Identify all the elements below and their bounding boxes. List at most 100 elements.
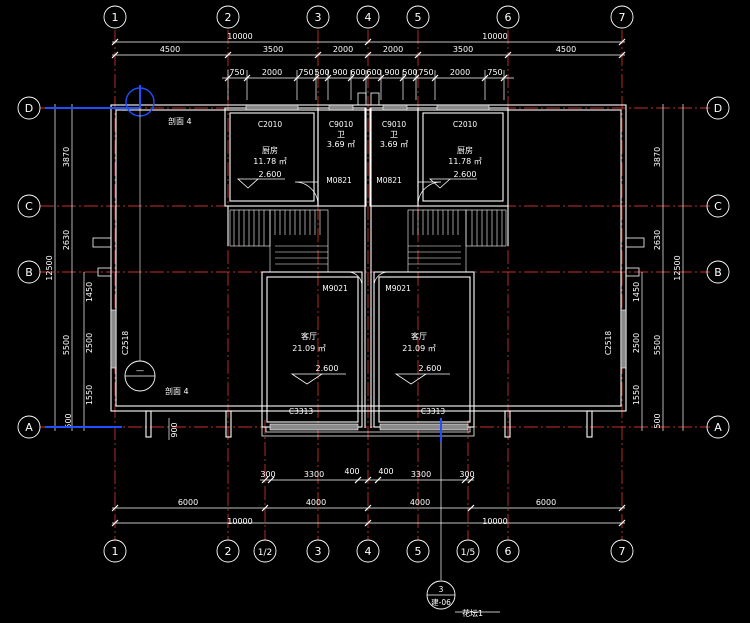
dim-bottom1-3: 400 [378, 467, 393, 476]
section-left-num: — [136, 366, 144, 375]
room-wc-right-name: 卫 [390, 130, 398, 139]
axis-label-bottom-3: 3 [315, 545, 322, 558]
axis-label-top-5: 5 [415, 11, 422, 24]
detail-num: 3 [439, 585, 444, 594]
dim-top2-7: 900 [384, 68, 399, 77]
room-hall-left-elev: 2.600 [316, 364, 339, 373]
dim-top-2000-right: 2000 [383, 45, 403, 54]
axis-label-right-A: A [714, 421, 722, 434]
dim-right-500: 500 [653, 413, 662, 428]
dim-top2-3: 500 [314, 68, 329, 77]
axis-label-bottom-5: 5 [415, 545, 422, 558]
dim-left-total: 12500 [45, 255, 54, 280]
dim-900-group: 900 [168, 418, 179, 440]
axis-label-bottom-2: 2 [225, 545, 232, 558]
bottom-dimension-text: 300 3300 400 400 3300 300 6000 4000 4000… [178, 467, 556, 526]
room-hall-right-area: 21.09 ㎡ [402, 344, 435, 353]
axis-label-top-7: 7 [619, 11, 626, 24]
vent [357, 92, 380, 106]
grid-labels-top: 1 2 3 4 5 6 7 [112, 11, 626, 24]
dim-top-total-left: 10000 [227, 32, 252, 41]
axis-label-bottom-1-2: 1/2 [258, 548, 272, 558]
dim-900: 900 [170, 422, 179, 437]
wall-blocks [92, 237, 645, 277]
axis-label-top-6: 6 [505, 11, 512, 24]
grid-bubbles-top [103, 5, 634, 29]
axis-label-bottom-1-5: 1/5 [461, 548, 475, 558]
dim-top2-9: 750 [418, 68, 433, 77]
dim-top-2000-left: 2000 [333, 45, 353, 54]
dim-bottom1-1: 3300 [304, 470, 324, 479]
dim-top2-6: 600 [366, 68, 381, 77]
dim-bottom1-2: 400 [344, 467, 359, 476]
room-kitchen-left-elev: 2.600 [259, 170, 282, 179]
dim-right-2630: 2630 [653, 230, 662, 250]
elevation-markers [236, 178, 477, 385]
dim-top2-2: 750 [298, 68, 313, 77]
grid-bubbles-left [17, 96, 41, 439]
axis-label-bottom-7: 7 [619, 545, 626, 558]
walls [110, 104, 627, 438]
dim-top2-8: 500 [402, 68, 417, 77]
tag-m0821-left: M0821 [326, 176, 352, 185]
dim-bottom2-0: 6000 [178, 498, 198, 507]
side-dimension-lines [54, 104, 684, 431]
tag-m0821-right: M0821 [376, 176, 402, 185]
axis-label-left-C: C [25, 200, 33, 213]
room-kitchen-right-elev: 2.600 [454, 170, 477, 179]
dim-left-500: 500 [64, 413, 73, 428]
detail-sheet: 建-06 [431, 597, 451, 607]
stair-right [407, 209, 507, 273]
door-swings [294, 181, 442, 287]
room-hall-right-name: 客厅 [411, 331, 427, 341]
tag-c9010-left: C9010 [329, 120, 354, 129]
dim-left-1450: 1450 [85, 282, 94, 302]
grid-labels-right: D C B A [714, 102, 722, 434]
room-hall-left-name: 客厅 [301, 331, 317, 341]
dim-left-3870: 3870 [62, 147, 71, 167]
dim-bottom1-0: 300 [260, 470, 275, 479]
grid-bubbles-bottom [103, 539, 634, 563]
dim-top-4500-left: 4500 [160, 45, 180, 54]
dim-left-1550: 1550 [85, 385, 94, 405]
axis-label-top-4: 4 [365, 11, 372, 24]
axis-label-bottom-6: 6 [505, 545, 512, 558]
axis-label-top-1: 1 [112, 11, 119, 24]
axis-label-left-D: D [25, 102, 33, 115]
tag-c2010-left: C2010 [258, 120, 283, 129]
section-marker-left: — 剖面 4 [45, 108, 189, 428]
section-label-left: 剖面 4 [165, 386, 189, 396]
tag-c3313-right: C3313 [421, 407, 446, 416]
bottom-dimension-lines [111, 476, 626, 527]
dim-right-1550: 1550 [632, 385, 641, 405]
dim-bottom2-1: 4000 [306, 498, 326, 507]
tag-c2010-right: C2010 [453, 120, 478, 129]
dim-bottom2-3: 6000 [536, 498, 556, 507]
dim-left-5500: 5500 [62, 335, 71, 355]
axis-label-top-3: 3 [315, 11, 322, 24]
room-wc-left-area: 3.69 ㎡ [327, 140, 355, 149]
dim-right-1450: 1450 [632, 282, 641, 302]
axis-label-left-B: B [25, 266, 33, 279]
detail-callout: 3 建-06 花坛1 [426, 442, 500, 618]
top-dimension-text: 10000 10000 4500 3500 2000 2000 3500 450… [160, 32, 576, 77]
dim-top2-0: 750 [229, 68, 244, 77]
tag-c2518-right: C2518 [604, 331, 613, 356]
dim-bottom-total-left: 10000 [227, 517, 252, 526]
bay-window [261, 427, 475, 437]
dim-top-4500-right: 4500 [556, 45, 576, 54]
detail-label: 花坛1 [462, 608, 483, 618]
dim-left-2630: 2630 [62, 230, 71, 250]
right-dimension-text: 12500 3870 2630 1450 2500 1550 500 5500 [632, 147, 682, 429]
axis-label-top-2: 2 [225, 11, 232, 24]
axis-label-bottom-1: 1 [112, 545, 119, 558]
grid-bubbles-right [706, 96, 730, 439]
dim-right-3870: 3870 [653, 147, 662, 167]
room-kitchen-left-area: 11.78 ㎡ [253, 157, 286, 166]
left-dimension-text: 12500 3870 2630 1450 2500 1550 500 5500 [45, 147, 94, 429]
room-wc-right-area: 3.69 ㎡ [380, 140, 408, 149]
dim-bottom1-5: 300 [459, 470, 474, 479]
room-hall-right-elev: 2.600 [419, 364, 442, 373]
dim-bottom1-4: 3300 [411, 470, 431, 479]
